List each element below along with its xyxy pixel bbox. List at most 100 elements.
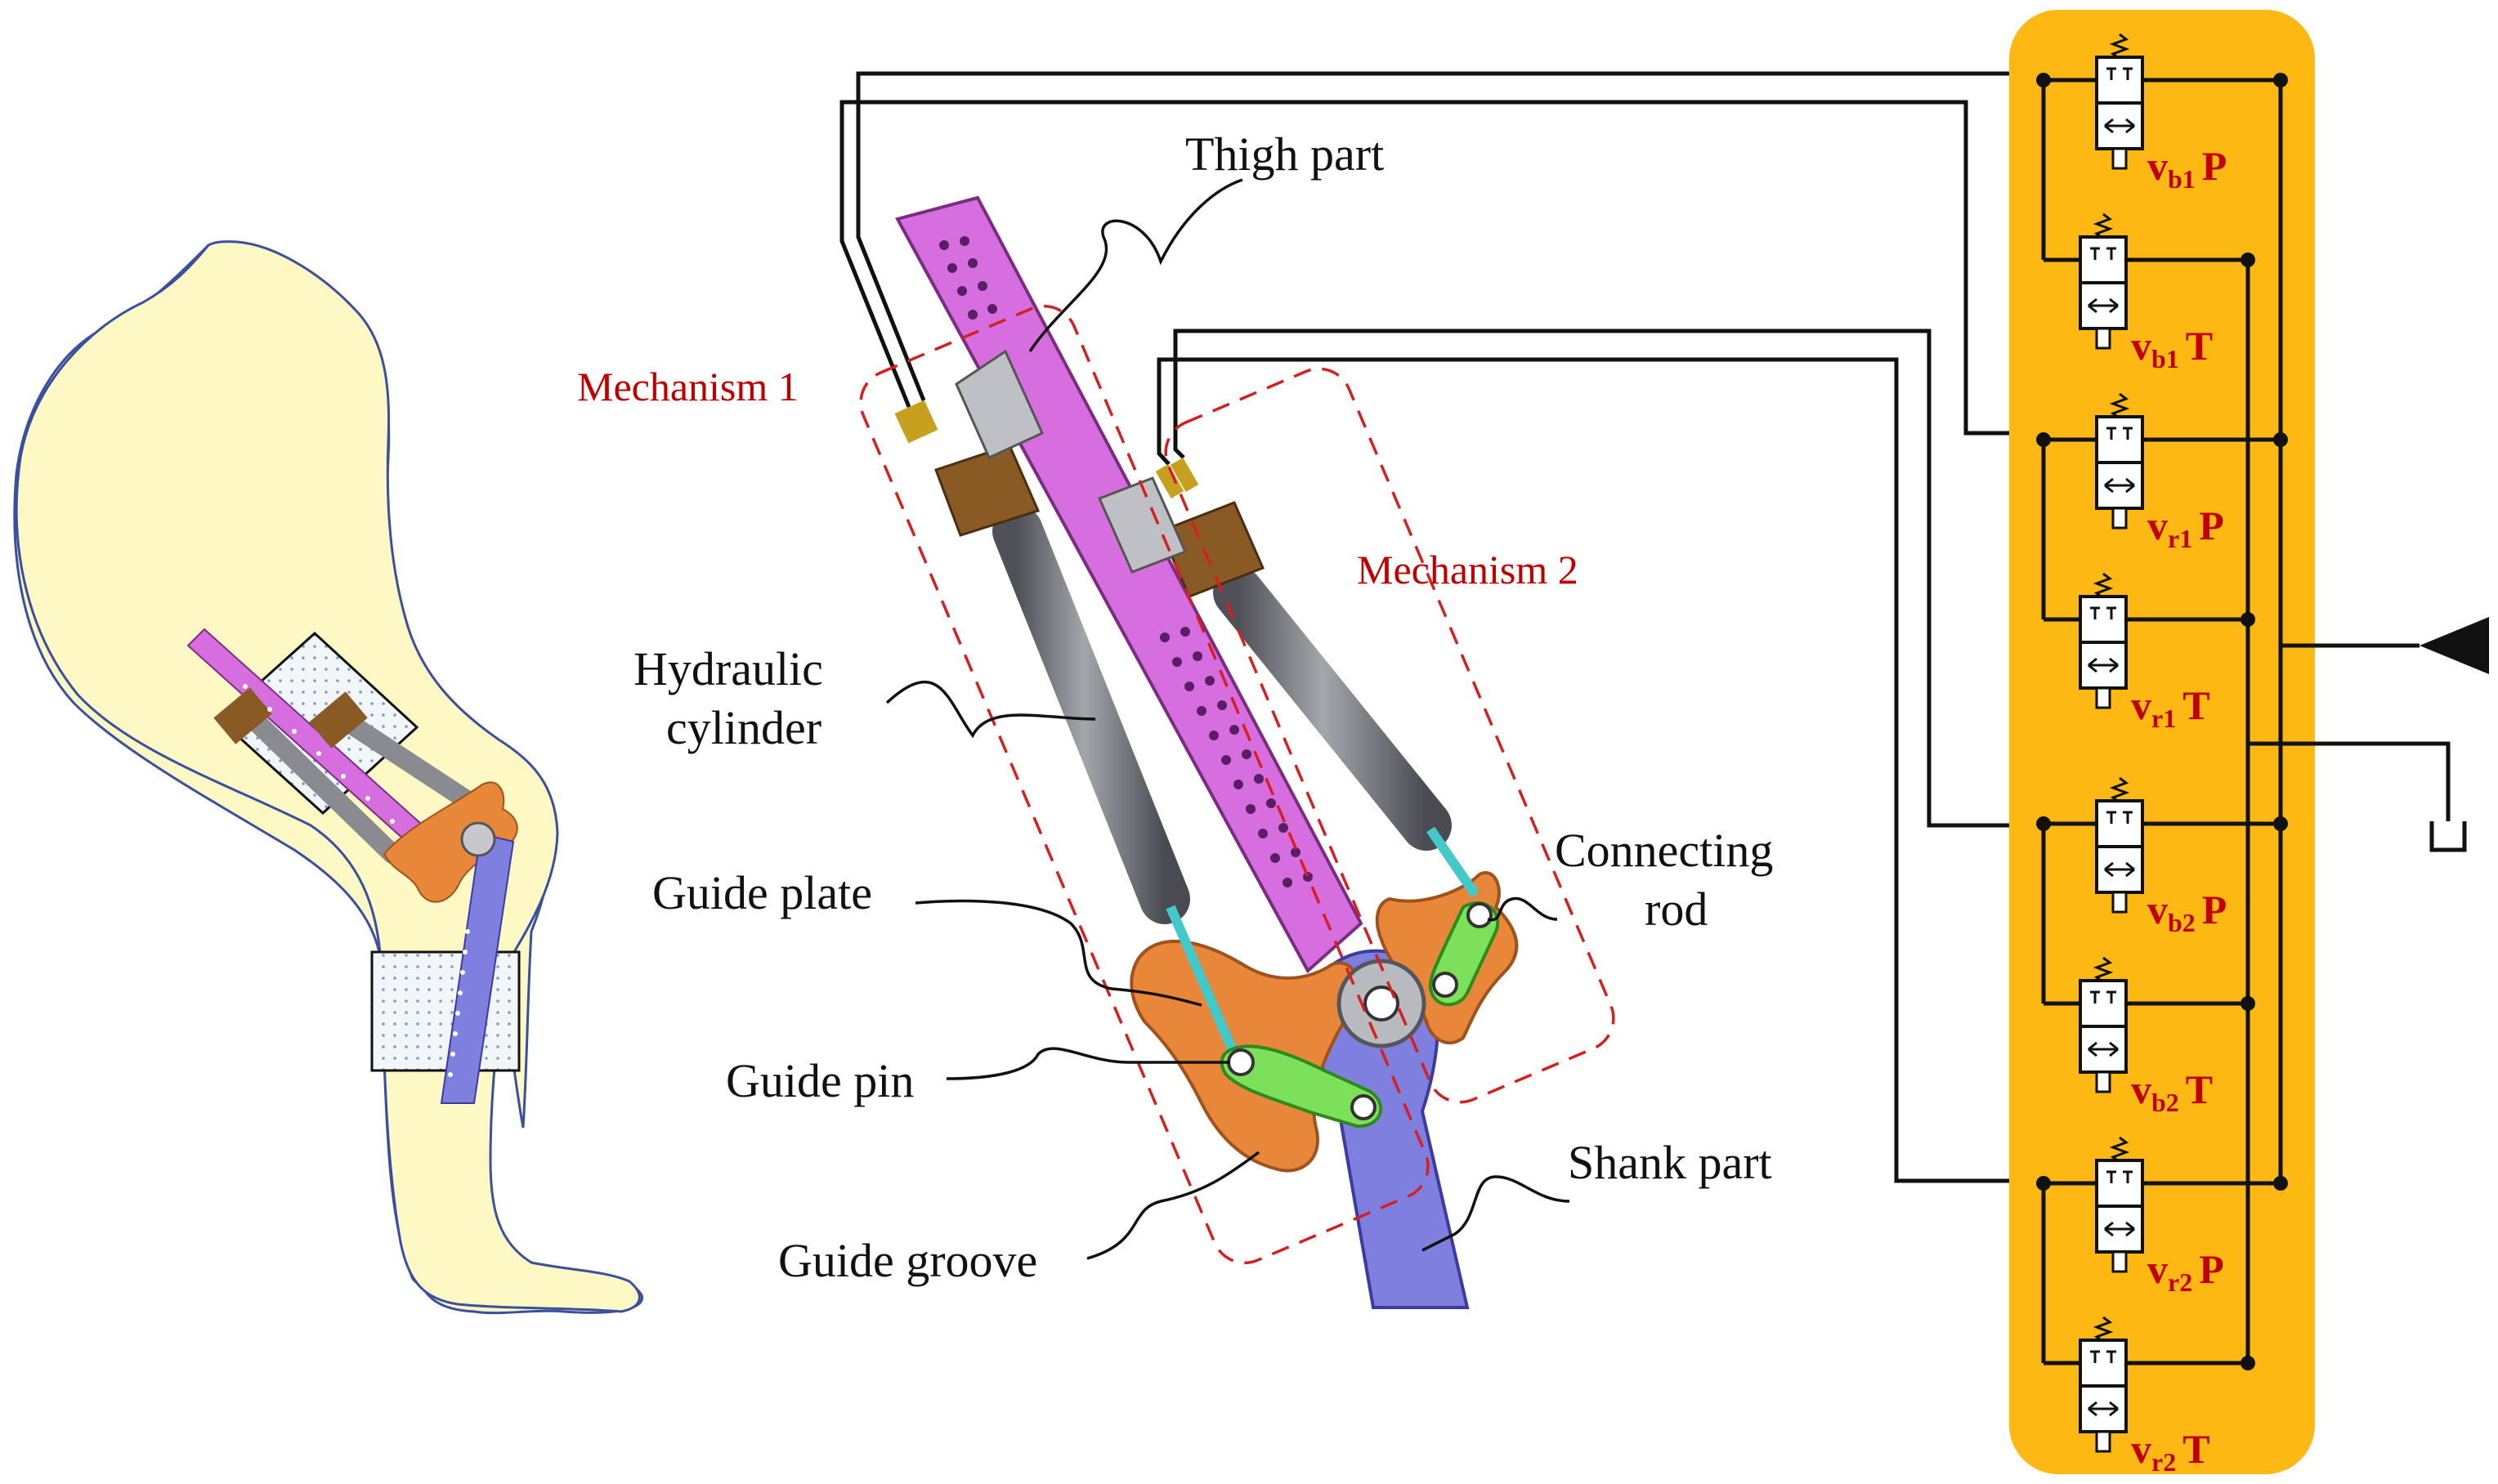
pressure-source-icon: [2420, 617, 2489, 674]
leader-lines: [885, 178, 1570, 1260]
valve-flow-arrow-icon: [2104, 861, 2135, 878]
valve-blocked-icon: [2090, 990, 2116, 1003]
leader-guide-plate: [915, 899, 1202, 1007]
hose-fittings: [894, 400, 1199, 498]
valve-body-closed: [2095, 799, 2144, 848]
valve-flow-arrow-icon: [2088, 657, 2119, 673]
valve-body-open: [2079, 641, 2128, 690]
bus-junction-dot: [2241, 1356, 2255, 1370]
tank-icon: [2429, 821, 2467, 852]
connecting-rod-1: [1220, 1044, 1383, 1129]
leader-shank-part: [1421, 1175, 1570, 1252]
guide-pin: [1227, 1048, 1255, 1076]
valve-flow-arrow-icon: [2104, 118, 2135, 134]
valve-spring-icon: [2109, 33, 2130, 60]
label-mechanism-1: Mechanism 1: [577, 364, 799, 409]
label-shank-part: Shank part: [1568, 1136, 1772, 1189]
mount-block-1: [934, 444, 1041, 537]
valve-blocked-icon: [2106, 811, 2133, 824]
valve-spring-icon: [2093, 572, 2114, 600]
valve-blocked-icon: [2090, 1350, 2116, 1363]
leader-guide-groove: [1086, 1151, 1260, 1260]
valve-body-closed: [2079, 1339, 2128, 1388]
valve-flow-arrow-icon: [2088, 1041, 2119, 1057]
label-connecting-rod-1: Connecting: [1555, 824, 1773, 877]
leg-illustration: [13, 240, 643, 1315]
valve-body-closed: [2095, 415, 2144, 464]
hose-vb2: [1173, 329, 2044, 828]
valve-flow-arrow-icon: [2104, 1221, 2135, 1237]
rod-1-end-pin: [1350, 1094, 1377, 1120]
valve-spring-icon: [2093, 212, 2114, 240]
valve-flow-arrow-icon: [2088, 297, 2119, 314]
thigh-part-holes: [939, 236, 1313, 887]
mechanism-illustration: [839, 71, 2044, 1309]
connecting-rod-pin-top: [1466, 902, 1493, 928]
valve-actuator: [2111, 147, 2128, 170]
knee-joint-hub: [1363, 986, 1399, 1021]
bus-junction-dot: [2273, 73, 2288, 87]
bus-junction-dot: [2241, 253, 2255, 267]
valve-actuator: [2111, 507, 2128, 530]
valve-actuator: [2095, 1071, 2111, 1093]
hose-vb1: [856, 71, 2044, 401]
hose-vr2: [1157, 357, 2044, 1183]
small-cylinder-1: [244, 709, 402, 864]
valve-blocked-icon: [2090, 247, 2116, 260]
leader-hydraulic-cylinder: [885, 681, 1096, 739]
piston-rod-1: [1166, 905, 1239, 1057]
label-connecting-rod-2: rod: [1645, 883, 1708, 936]
valve-body-closed: [2079, 595, 2128, 644]
small-knee-joint: [460, 821, 496, 857]
small-block-2: [309, 691, 368, 749]
valve-body-closed: [2079, 979, 2128, 1028]
piston-rod-2: [1426, 826, 1480, 898]
small-shank-holes: [448, 929, 470, 1077]
mechanism-1-outline: [859, 304, 1430, 1265]
valve-spring-icon: [2093, 1316, 2114, 1343]
valve-spring-icon: [2093, 956, 2114, 984]
valve-spring-icon: [2109, 392, 2130, 420]
valve-flow-arrow-icon: [2104, 477, 2135, 494]
hydraulic-cylinder-2: [1213, 567, 1452, 851]
connecting-rod-pin-bottom: [1432, 972, 1458, 998]
valve-blocked-icon: [2106, 67, 2133, 80]
small-thigh-holes: [243, 684, 395, 824]
bus-junction-dot: [2241, 996, 2255, 1011]
valve-spring-icon: [2109, 1136, 2130, 1164]
hydraulic-cylinder-1: [992, 506, 1190, 924]
small-cylinder-2: [334, 709, 484, 815]
tank-line: [2248, 741, 2451, 821]
bus-junction-dot: [2273, 432, 2288, 447]
valve-body-closed: [2095, 56, 2144, 105]
valve-actuator: [2111, 891, 2128, 914]
valve-actuator: [2095, 327, 2111, 350]
valve-spring-icon: [2109, 776, 2130, 804]
valve-actuator: [2095, 1430, 2111, 1453]
label-hydraulic-cylinder-2: cylinder: [666, 701, 821, 754]
mechanism-2-outline: [1164, 367, 1615, 1104]
label-guide-plate: Guide plate: [652, 866, 872, 919]
label-guide-groove: Guide groove: [778, 1234, 1037, 1287]
bus-junction-dot: [2273, 1176, 2288, 1191]
valve-actuator: [2095, 686, 2111, 709]
bracket-plate-1: [955, 349, 1044, 459]
